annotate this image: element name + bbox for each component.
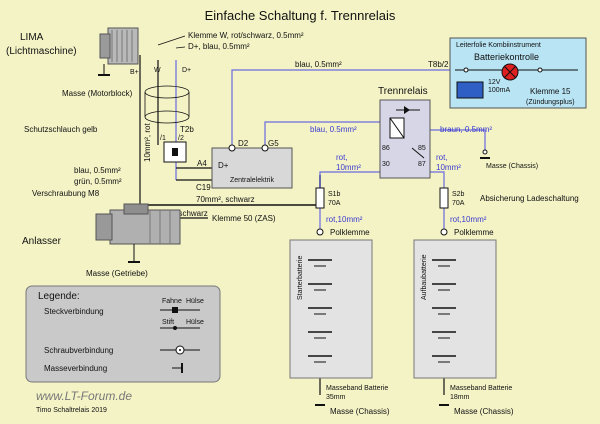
t2b-connector — [163, 141, 187, 163]
kombi-lamp-label: Batteriekontrolle — [474, 52, 539, 62]
relay-pin86: 86 — [382, 145, 390, 152]
starter-battery-label: Starterbatterie — [297, 256, 304, 300]
rot-left-1: rot, — [336, 153, 348, 162]
relay-pin85: 85 — [418, 145, 426, 152]
legend-fahne: Fahne — [162, 298, 182, 305]
masseband-left-2: 35mm — [326, 394, 346, 401]
absicherung-label: Absicherung Ladeschaltung — [480, 194, 579, 203]
verschraubung-label: Verschraubung M8 — [32, 189, 100, 198]
lima-subtitle: (Lichtmaschine) — [6, 46, 77, 57]
blau-left-label: blau, 0.5mm² — [74, 166, 121, 175]
legend-schraub: Schraubverbindung — [44, 346, 113, 355]
zentral-dplus: D+ — [218, 161, 229, 170]
footer-site: www.LT-Forum.de — [36, 389, 132, 403]
rot-right-2: 10mm² — [436, 163, 461, 172]
seventy-label: 70mm², schwarz — [196, 195, 255, 204]
legend-stift: Stift — [162, 319, 174, 326]
lima-bplus: B+ — [130, 69, 139, 76]
masse-right: Masse (Chassis) — [454, 407, 514, 416]
gruen-left-label: grün, 0.5mm² — [74, 177, 122, 186]
anlasser-label: Anlasser — [22, 236, 62, 247]
aufbau-battery — [413, 228, 497, 379]
t8b-label: T8b/2 — [428, 60, 449, 69]
lima-w: W — [154, 67, 161, 74]
schutzschlauch-label: Schutzschlauch gelb — [24, 125, 98, 134]
legend-huelse1: Hülse — [186, 298, 204, 305]
diagram-title: Einfache Schaltung f. Trennrelais — [205, 8, 396, 23]
kombi-title: Leiterfolie Kombiinstrument — [456, 42, 541, 49]
legend-box — [25, 285, 221, 383]
anlasser-starter — [95, 203, 181, 263]
fuse-s2b-label: S2b — [452, 191, 465, 198]
lima-alternator — [98, 27, 139, 76]
klemme50-label: Klemme 50 (ZAS) — [212, 214, 276, 223]
legend-huelse2: Hülse — [186, 319, 204, 326]
zentral-a4: A4 — [197, 159, 207, 168]
dplus-blue-label: D+, blau, 0.5mm² — [188, 42, 250, 51]
zentral-d2: D2 — [238, 139, 249, 148]
relay-ground-symbol — [480, 149, 490, 159]
polklemme-left: Polklemme — [330, 228, 370, 237]
fuse-s1b — [315, 187, 325, 209]
kombi-klemme-sub: (Zündungsplus) — [526, 99, 575, 106]
ten-mm-rot-label: 10mm², rot — [143, 123, 152, 162]
masseband-left-1: Masseband Batterie — [326, 385, 388, 392]
zentral-g5: G5 — [268, 139, 279, 148]
t2b-pin2: /2 — [178, 135, 184, 142]
fuse-s1b-label: S1b — [328, 191, 341, 198]
polklemme-right: Polklemme — [454, 228, 494, 237]
legend-masse: Masseverbindung — [44, 364, 107, 373]
lima-title: LIMA — [20, 32, 44, 43]
rot10-right: rot,10mm² — [450, 215, 487, 224]
t2b-label: T2b — [180, 125, 194, 134]
t2b-pin1: /1 — [160, 135, 166, 142]
klemme-w-label: Klemme W, rot/schwarz, 0.5mm² — [188, 31, 304, 40]
kombi-small2: 100mA — [488, 87, 511, 94]
lima-dplus: D+ — [182, 67, 191, 74]
lima-ground-label: Masse (Motorblock) — [62, 89, 133, 98]
fuse-s2b — [439, 187, 449, 209]
anlasser-ground: Masse (Getriebe) — [86, 269, 148, 278]
blau-top-label: blau, 0.5mm² — [295, 60, 342, 69]
kombi-small1: 12V — [488, 79, 501, 86]
footer-credit: Timo Schaltrelais 2019 — [36, 407, 107, 414]
rot-left-2: 10mm² — [336, 163, 361, 172]
masse-left: Masse (Chassis) — [330, 407, 390, 416]
rot-right-1: rot, — [436, 153, 448, 162]
schutzschlauch-tube — [144, 85, 190, 124]
braun-relay-right: braun, 0.5mm² — [440, 125, 492, 134]
masseband-right-2: 18mm — [450, 394, 470, 401]
masse-chassis-relay: Masse (Chassis) — [486, 163, 538, 170]
fuse-s2b-amp: 70A — [452, 200, 465, 207]
trennrelais-box — [379, 99, 431, 179]
fuse-s1b-amp: 70A — [328, 200, 341, 207]
legend-steck: Steckverbindung — [44, 307, 104, 316]
trennrelais-title: Trennrelais — [378, 86, 428, 97]
zentralelektrik-box — [211, 144, 293, 189]
zentral-c19: C19 — [196, 183, 211, 192]
kombi-klemme: Klemme 15 — [530, 87, 571, 96]
aufbau-battery-label: Aufbaubatterie — [421, 254, 428, 300]
rot10-left: rot,10mm² — [326, 215, 363, 224]
starter-battery — [289, 228, 373, 379]
kombi-panel — [449, 37, 587, 109]
masseband-right-1: Masseband Batterie — [450, 385, 512, 392]
zentral-label: Zentralelektrik — [230, 177, 274, 184]
relay-pin30: 30 — [382, 161, 390, 168]
legend-title: Legende: — [38, 291, 80, 302]
blau-relay-left: blau, 0.5mm² — [310, 125, 357, 134]
relay-pin87: 87 — [418, 161, 426, 168]
